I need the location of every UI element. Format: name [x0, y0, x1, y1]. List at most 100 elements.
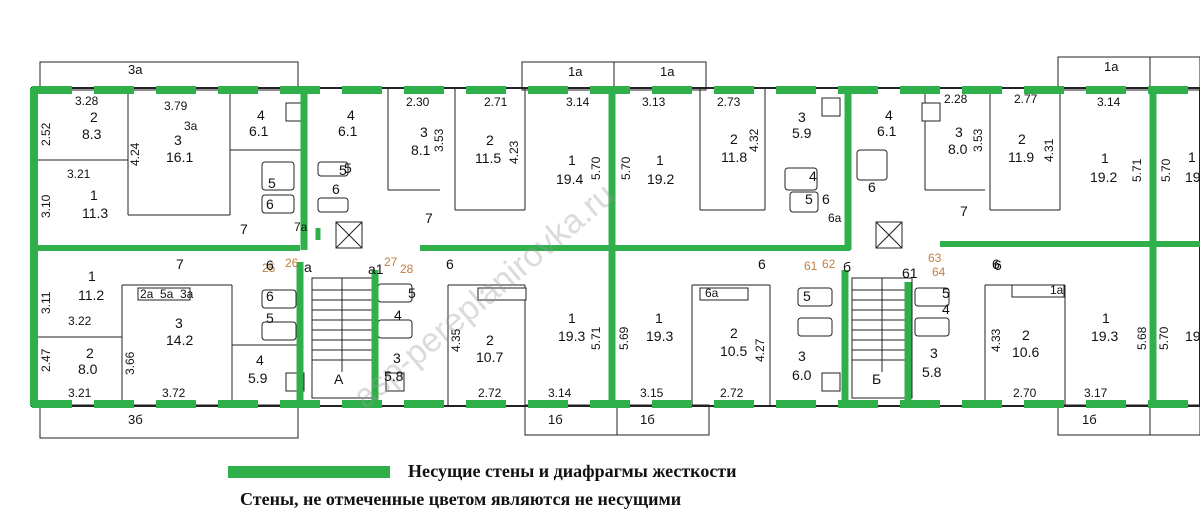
room-label: 4.31	[1042, 138, 1056, 162]
room-label: 1	[90, 187, 98, 203]
room-label: 11.8	[721, 149, 747, 165]
room-label: 19.2	[1090, 169, 1117, 185]
balcony-label: 1а	[1104, 59, 1119, 74]
room-label: 1а	[1050, 283, 1064, 297]
room-label: 6	[868, 179, 876, 195]
balcony-label: 1б	[548, 412, 563, 427]
balcony-label: 3б	[128, 412, 143, 427]
room-label: 2	[486, 132, 494, 148]
room-label: 3	[175, 315, 183, 331]
room-label: 1	[655, 310, 663, 326]
room-label: а	[304, 259, 312, 275]
room-label: 5а	[160, 287, 174, 301]
room-label: 6	[332, 181, 340, 197]
room-label: 5.8	[922, 364, 942, 380]
room-label: 1	[1102, 310, 1110, 326]
room-label: 61	[902, 265, 918, 281]
room-label: б	[843, 259, 851, 275]
room-label: 2.77	[1014, 92, 1038, 106]
room-label: 2.47	[39, 348, 53, 372]
room-label: 19	[1185, 169, 1200, 185]
room-label: 6	[266, 288, 274, 304]
room-label: 2.70	[1013, 386, 1037, 400]
room-label: 5	[344, 160, 352, 176]
room-label: 26	[285, 256, 299, 270]
room-label: 19.2	[647, 171, 674, 187]
room-label: 7	[176, 256, 184, 272]
room-label: 10.6	[1012, 344, 1039, 360]
room-label: 6.1	[338, 123, 358, 139]
entrance-label: Б	[872, 371, 881, 387]
room-label: 2.71	[484, 95, 508, 109]
room-label: 7а	[294, 220, 308, 234]
room-label: 2.30	[406, 95, 430, 109]
room-label: 19.3	[558, 328, 585, 344]
room-label: 3.15	[640, 386, 664, 400]
room-label: 3	[955, 124, 963, 140]
room-label: 19.4	[556, 171, 583, 187]
room-label: 1	[568, 152, 576, 168]
room-label: 6	[994, 257, 1002, 273]
room-label: 19	[1185, 328, 1200, 344]
room-label: 11.5	[475, 150, 501, 166]
room-label: 3.22	[68, 314, 92, 328]
room-label: 8.1	[411, 142, 431, 158]
room-label: 3.14	[566, 95, 590, 109]
room-label: 3а	[180, 287, 194, 301]
load-bearing-walls	[30, 86, 1200, 408]
room-label: 5	[803, 288, 811, 304]
room-label: 5.68	[1135, 326, 1149, 350]
room-label: 5.9	[792, 125, 812, 141]
balcony-label: 1б	[640, 412, 655, 427]
room-label: 1	[88, 268, 96, 284]
room-label: 27	[384, 255, 398, 269]
room-label: 6а	[828, 211, 842, 225]
room-label: 6.1	[249, 123, 269, 139]
room-label: 14.2	[166, 332, 193, 348]
room-label: а1	[368, 261, 384, 277]
room-label: 5.71	[589, 326, 603, 350]
balcony-label: 1б	[1082, 412, 1097, 427]
legend-load-bearing-label: Несущие стены и диафрагмы жесткости	[408, 461, 737, 481]
room-label: 25	[262, 261, 276, 275]
room-label: 11.2	[78, 287, 104, 303]
room-label: 3.14	[548, 386, 572, 400]
room-label: 28	[400, 262, 414, 276]
room-label: 4	[942, 301, 950, 317]
room-label: 4.33	[989, 328, 1003, 352]
bathroom-fixtures	[137, 97, 1065, 392]
room-label: 1	[1188, 149, 1196, 165]
room-label: 4.24	[128, 142, 142, 166]
balcony-label: 1а	[568, 64, 583, 79]
room-label: 5	[266, 310, 274, 326]
room-label: 5.8	[384, 368, 404, 384]
room-label: 3.17	[1084, 386, 1108, 400]
room-label: 4	[257, 107, 265, 123]
room-label: 3	[930, 345, 938, 361]
room-label: 3.13	[642, 95, 666, 109]
room-label: 2	[486, 332, 494, 348]
room-label: 19.3	[646, 328, 673, 344]
room-label: 4.35	[449, 328, 463, 352]
room-label: 3.79	[164, 99, 188, 113]
room-label: 4	[347, 107, 355, 123]
room-label: 5	[339, 162, 347, 178]
room-label: 3.11	[39, 291, 53, 314]
room-label: 61	[804, 259, 818, 273]
room-label: 3.28	[75, 94, 99, 108]
room-label: 63	[928, 251, 942, 265]
staircases	[311, 221, 913, 399]
room-label: 11.3	[82, 205, 108, 221]
room-label: 3а	[184, 119, 198, 133]
room-label: 4	[394, 307, 402, 323]
legend-note: Стены, не отмеченные цветом являются не …	[240, 489, 682, 509]
balcony-labels: 3а 1а 1а 1а 3б 1б 1б 1б А Б	[128, 59, 1119, 427]
room-label: 6.0	[792, 367, 812, 383]
room-label: 4.23	[507, 140, 521, 164]
room-label: 3	[420, 124, 428, 140]
room-label: 5	[408, 285, 416, 301]
room-label: 6	[758, 256, 766, 272]
room-label: 10.7	[476, 349, 503, 365]
room-label: 5	[268, 175, 276, 191]
room-label: 6	[266, 196, 274, 212]
